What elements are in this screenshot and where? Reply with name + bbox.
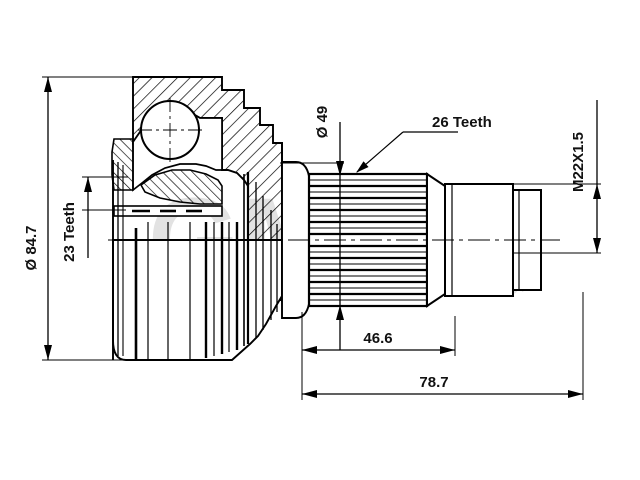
dimension-outer-teeth: 26 Teeth [356,114,492,173]
dimension-thread-spec: M22X1.5 [512,100,601,254]
dimension-length-partial: 46.6 [301,312,456,356]
dim-label-length-total: 78.7 [419,374,448,391]
dim-label-length-partial: 46.6 [363,330,392,347]
dim-label-outer-teeth: 26 Teeth [432,114,492,131]
threaded-end-group [444,183,542,297]
dimension-inner-teeth: 23 Teeth [61,176,128,262]
inner-race-crescent [139,169,223,205]
dimension-length-total: 78.7 [301,292,584,400]
spline-teeth-lines [310,179,426,301]
dim-label-outer-diameter: Ø 84.7 [23,225,40,270]
dim-label-thread-spec: M22X1.5 [570,132,587,192]
dim-label-spline-diameter: Ø 49 [314,106,331,139]
dimension-spline-diameter: Ø 49 [280,106,344,350]
dimension-outer-diameter: Ø 84.7 [23,76,134,361]
dim-label-inner-teeth: 23 Teeth [61,202,78,262]
leader-26-teeth [356,131,404,173]
